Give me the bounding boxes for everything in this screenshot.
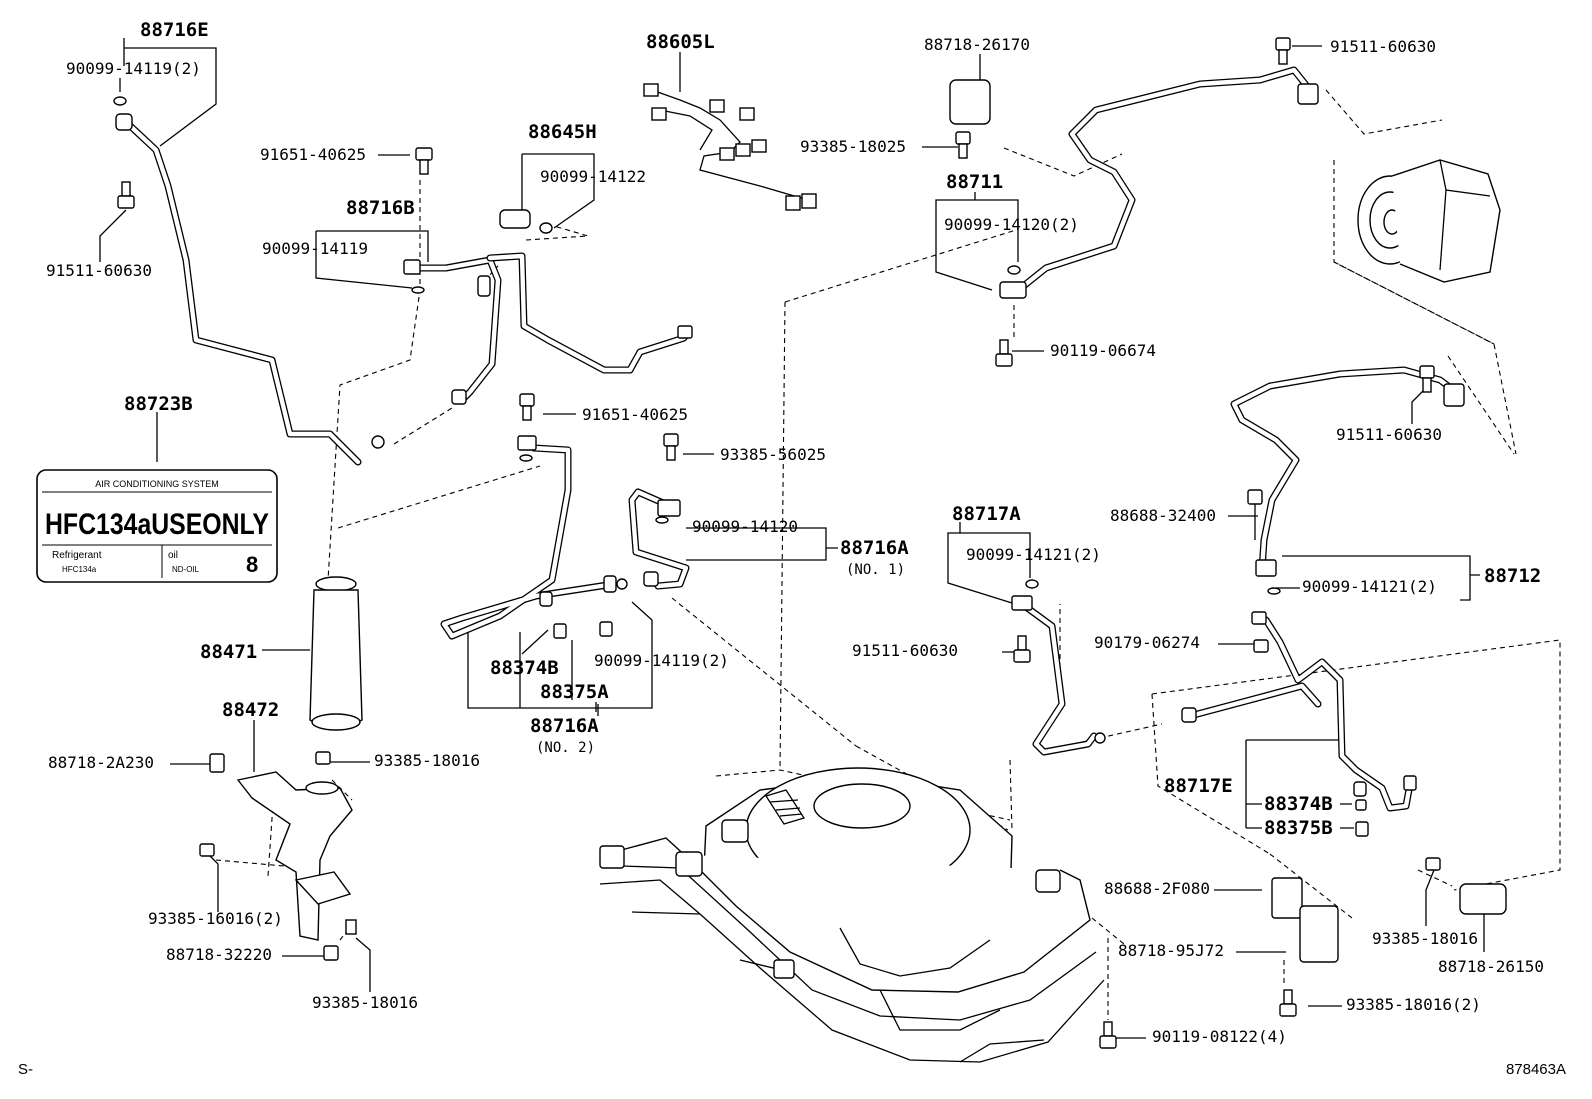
callout-88471: 88471 [200, 641, 257, 663]
callout-88723b: 88723B [124, 393, 193, 415]
part-callouts: 88716E 90099-14119(2) 91511-60630 91651-… [46, 19, 1544, 1046]
callout-88375b: 88375B [1264, 817, 1333, 839]
label-oil: oil [168, 550, 178, 561]
callout-93385-18016-2: 93385-18016(2) [1346, 995, 1481, 1014]
callout-90099-14122: 90099-14122 [540, 167, 646, 186]
label-header: AIR CONDITIONING SYSTEM [95, 479, 219, 489]
callout-91511-60630: 91511-60630 [46, 261, 152, 280]
callout-91651-40625-b: 91651-40625 [582, 405, 688, 424]
callout-93385-18016-b: 93385-18016 [312, 993, 418, 1012]
callout-88717e: 88717E [1164, 775, 1233, 797]
callout-90099-14121-2-b: 90099-14121(2) [1302, 577, 1437, 596]
callout-88716a-no1: 88716A [840, 537, 909, 559]
callout-91511-60630-d: 91511-60630 [852, 641, 958, 660]
callout-90099-14120: 90099-14120 [692, 517, 798, 536]
callout-91511-60630-c: 91511-60630 [1336, 425, 1442, 444]
bracket-88472 [236, 771, 353, 941]
callout-88716b: 88716B [346, 197, 415, 219]
callout-88645h: 88645H [528, 121, 597, 143]
callout-90099-14119: 90099-14119 [262, 239, 368, 258]
callout-88716a-no2: 88716A [530, 715, 599, 737]
callout-93385-18025: 93385-18025 [800, 137, 906, 156]
refrigerant-pipes [122, 66, 1460, 812]
callout-88688-2f080: 88688-2F080 [1104, 879, 1210, 898]
receiver-drier-88471 [309, 576, 363, 731]
callout-90099-14121-2: 90099-14121(2) [966, 545, 1101, 564]
callout-88688-32400: 88688-32400 [1110, 506, 1216, 525]
ac-compressor [1357, 159, 1501, 283]
small-parts [113, 37, 1507, 1049]
label-refrigerant-value: HFC134a [62, 565, 97, 574]
callout-88716a-no1-sub: (NO. 1) [846, 562, 905, 578]
callout-90099-14120-2: 90099-14120(2) [944, 215, 1079, 234]
callout-88717a: 88717A [952, 503, 1021, 525]
callout-90179-06274: 90179-06274 [1094, 633, 1200, 652]
wiring-harness-88605l [643, 83, 817, 211]
callout-88716e: 88716E [140, 19, 209, 41]
callout-90119-08122-4: 90119-08122(4) [1152, 1027, 1287, 1046]
callout-88605l: 88605L [646, 31, 715, 53]
callout-90099-14119-2: 90099-14119(2) [66, 59, 201, 78]
callout-88711: 88711 [946, 171, 1003, 193]
label-main-text: HFC134aUSEONLY [45, 508, 269, 541]
callout-93385-56025: 93385-56025 [720, 445, 826, 464]
vehicle-unit-assembly [599, 767, 1105, 1063]
callout-88718-2a230: 88718-2A230 [48, 753, 154, 772]
figure-id: 878463A [1506, 1061, 1566, 1078]
callout-88374b: 88374B [490, 657, 559, 679]
callout-90099-14119-2-b: 90099-14119(2) [594, 651, 729, 670]
callout-90119-06674: 90119-06674 [1050, 341, 1156, 360]
callout-88718-26170: 88718-26170 [924, 35, 1030, 54]
callout-93385-18016: 93385-18016 [374, 751, 480, 770]
callout-91511-60630-b: 91511-60630 [1330, 37, 1436, 56]
label-oil-number: 8 [246, 552, 258, 577]
callout-88472: 88472 [222, 699, 279, 721]
callout-88375a: 88375A [540, 681, 609, 703]
callout-88718-32220: 88718-32220 [166, 945, 272, 964]
label-oil-value: ND-OIL [172, 565, 200, 574]
callout-88716a-no2-sub: (NO. 2) [536, 740, 595, 756]
callout-93385-16016-2: 93385-16016(2) [148, 909, 283, 928]
callout-93385-18016-c: 93385-18016 [1372, 929, 1478, 948]
refrigerant-label-88723b: AIR CONDITIONING SYSTEM HFC134aUSEONLY R… [36, 469, 278, 583]
callout-88718-26150: 88718-26150 [1438, 957, 1544, 976]
callout-88374b-b: 88374B [1264, 793, 1333, 815]
label-refrigerant: Refrigerant [52, 550, 102, 561]
callout-88712: 88712 [1484, 565, 1541, 587]
footer-left-mark: S- [18, 1061, 33, 1078]
callout-88718-95j72: 88718-95J72 [1118, 941, 1224, 960]
callout-91651-40625: 91651-40625 [260, 145, 366, 164]
